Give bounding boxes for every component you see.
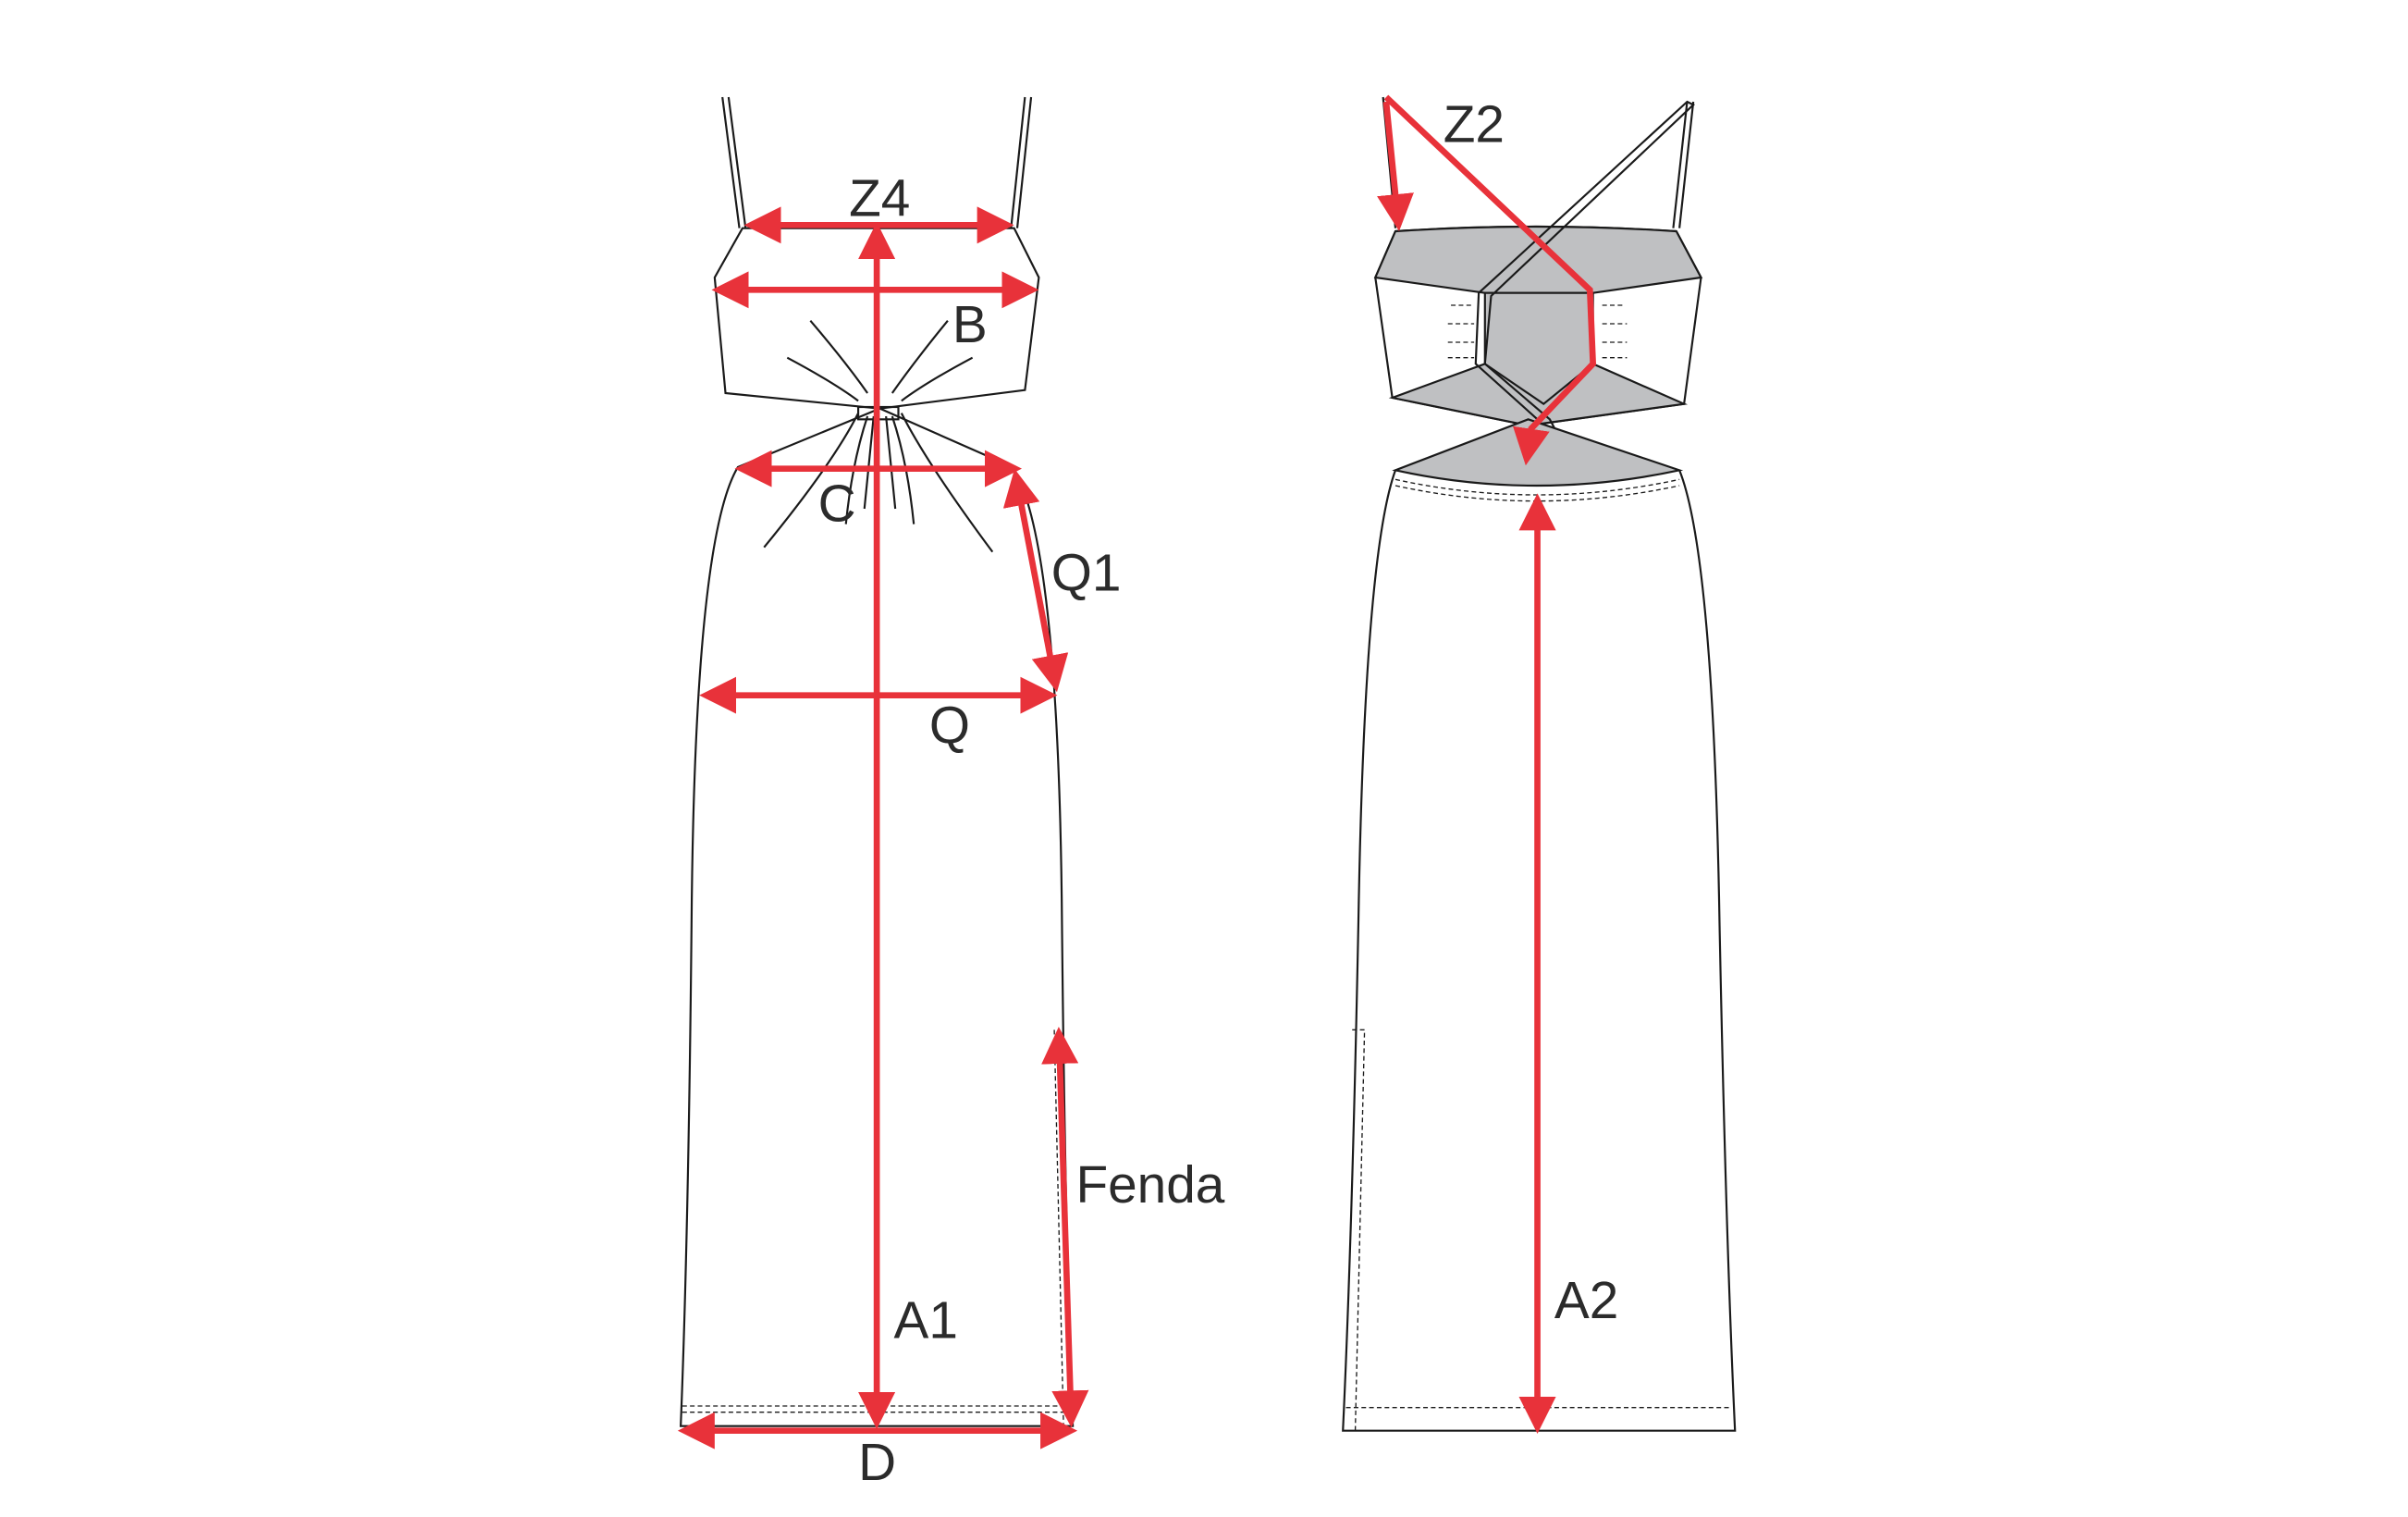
back-bodice-top-panel: [1373, 225, 1703, 294]
label-q1: Q1: [1051, 544, 1122, 602]
label-z2: Z2: [1444, 95, 1505, 154]
label-d: D: [858, 1434, 896, 1492]
back-lower-panel: [1392, 418, 1684, 487]
fenda-arrow: [1041, 1027, 1089, 1428]
label-a1: A1: [893, 1292, 957, 1350]
front-measurements: Z4 B C Q1 Q Fenda A1 D: [677, 169, 1225, 1492]
label-fenda: Fenda: [1075, 1156, 1224, 1215]
front-right-strap: [1010, 96, 1033, 228]
label-b: B: [952, 296, 988, 354]
back-slit: [1352, 1029, 1366, 1431]
z2-arrow: [1377, 101, 1414, 231]
label-q: Q: [929, 697, 970, 755]
front-left-strap: [721, 96, 747, 228]
label-z4: Z4: [849, 169, 910, 228]
back-shirring: [1447, 304, 1628, 359]
z2-strap-path: [1383, 94, 1597, 466]
back-measurements: Z2 A2: [1377, 94, 1618, 1435]
back-center-panel: [1483, 291, 1594, 406]
back-right-strap: [1672, 101, 1695, 228]
label-c: C: [818, 475, 856, 533]
label-a2: A2: [1554, 1272, 1618, 1330]
q1-arrow: [1002, 468, 1069, 693]
